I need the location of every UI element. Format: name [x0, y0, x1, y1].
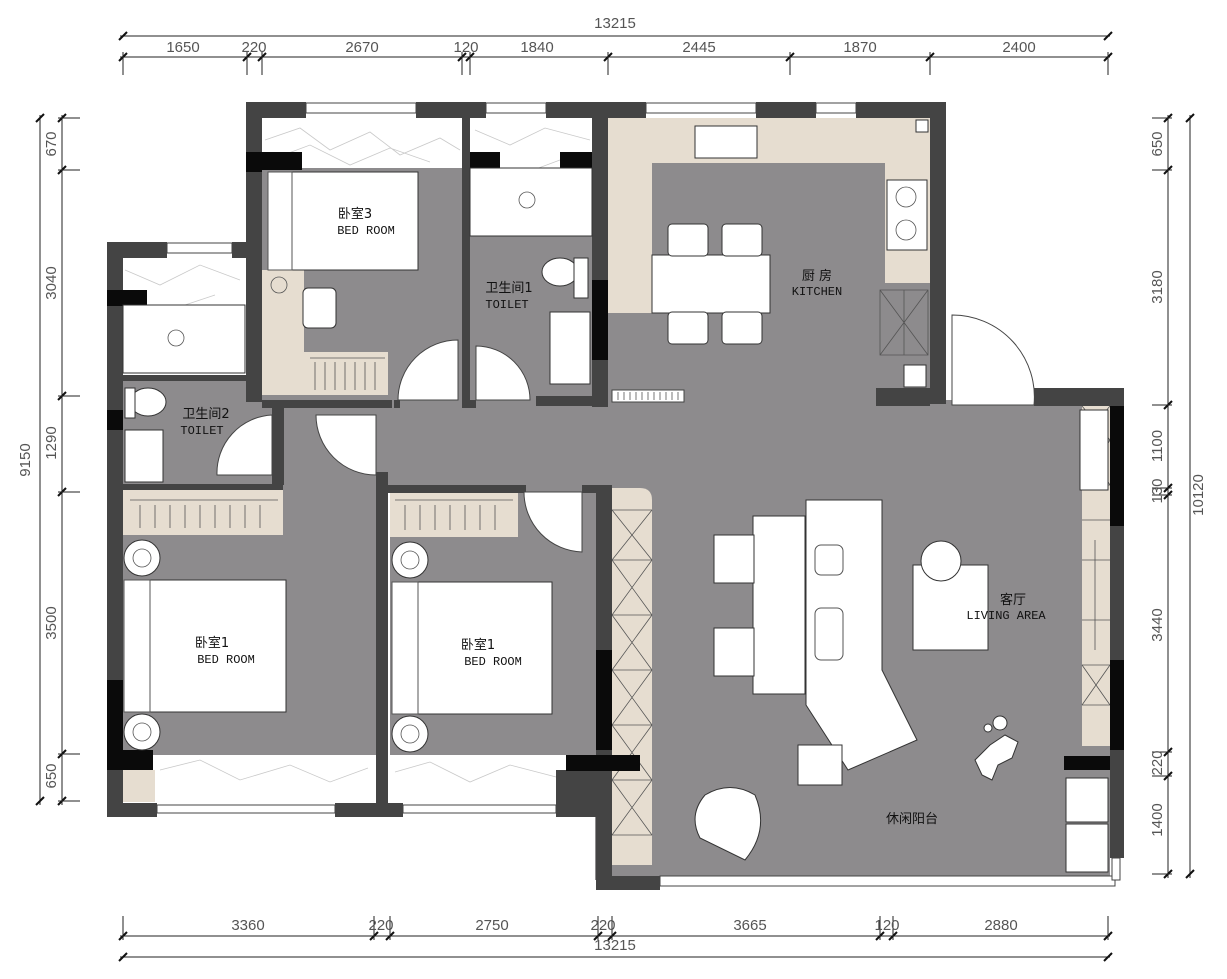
- room-labels: 卧室3 BED ROOM 卫生间1 TOILET 厨 房 KITCHEN 卫生间…: [180, 206, 1046, 827]
- bottom-dimension-0: 3360: [231, 917, 264, 934]
- bedroom1b-label-cn: 卧室1: [461, 637, 495, 653]
- top-dimension-6: 1870: [843, 39, 876, 56]
- balcony-label-cn: 休闲阳台: [886, 812, 938, 827]
- windows: [156, 102, 1121, 887]
- right-dimension-4: 3440: [1149, 608, 1166, 641]
- right-dimension-2: 1100: [1149, 430, 1166, 462]
- bottom-dimension-5: 120: [874, 917, 899, 934]
- top-total-dimension: 13215: [594, 15, 636, 32]
- top-dimension-4: 1840: [520, 39, 553, 56]
- doors: [216, 314, 1035, 553]
- left-dimension-2: 1290: [43, 426, 60, 459]
- living-label-cn: 客厅: [1000, 592, 1026, 608]
- right-dimension-5: 220: [1149, 750, 1166, 775]
- toilet1-label-cn: 卫生间1: [485, 281, 532, 296]
- top-total-tick-0: [118, 31, 128, 41]
- bottom-dimension-2: 2750: [475, 917, 508, 934]
- toilet2-label-en: TOILET: [180, 424, 223, 438]
- bedroom3-label-en: BED ROOM: [337, 224, 395, 238]
- bottom-dimension-4: 3665: [733, 917, 766, 934]
- bedroom3-label-cn: 卧室3: [338, 206, 372, 222]
- right-dimension-3: 130: [1149, 478, 1166, 503]
- bottom-dimension-1: 220: [368, 917, 393, 934]
- bedroom1a-label-cn: 卧室1: [195, 635, 229, 651]
- left-dimensions: 9150 670 3040 1290 3500 650: [17, 113, 80, 806]
- bottom-total-dimension: 13215: [594, 937, 636, 954]
- right-total-tick-1: [1185, 869, 1195, 879]
- right-dimension-0: 650: [1149, 131, 1166, 156]
- right-dimension-6: 1400: [1149, 803, 1166, 836]
- bottom-total-tick-0: [118, 952, 128, 962]
- living-label-en: LIVING AREA: [966, 609, 1046, 623]
- right-total-tick-0: [1185, 113, 1195, 123]
- left-dimension-0: 670: [43, 131, 60, 156]
- top-dimension-1: 220: [241, 39, 266, 56]
- right-total-dimension: 10120: [1190, 474, 1207, 516]
- bedroom1a-label-en: BED ROOM: [197, 653, 255, 667]
- kitchen-label-en: KITCHEN: [792, 285, 842, 299]
- top-dimension-5: 2445: [682, 39, 715, 56]
- left-total-dimension: 9150: [17, 443, 34, 476]
- top-dimension-2: 2670: [345, 39, 378, 56]
- top-dimension-0: 1650: [166, 39, 199, 56]
- right-dimensions: 10120 650 3180 1100 130 3440 220 1400: [1149, 113, 1207, 879]
- left-total-tick-0: [35, 113, 45, 123]
- walls: [107, 102, 1124, 890]
- bottom-total-tick-1: [1103, 952, 1113, 962]
- bottom-dimension-6: 2880: [984, 917, 1017, 934]
- kitchen-label-cn: 厨 房: [802, 268, 832, 284]
- left-dimension-3: 3500: [43, 606, 60, 639]
- toilet2-label-cn: 卫生间2: [182, 407, 229, 422]
- left-total-tick-1: [35, 796, 45, 806]
- top-dimensions: 13215 1650 220 2670 120 1840 2445 1870 2400: [118, 15, 1113, 75]
- bottom-dimension-3: 220: [590, 917, 615, 934]
- bedroom1b-label-en: BED ROOM: [464, 655, 522, 669]
- toilet1-label-en: TOILET: [485, 298, 528, 312]
- left-dimension-4: 650: [43, 763, 60, 788]
- left-dimension-1: 3040: [43, 266, 60, 299]
- top-dimension-3: 120: [453, 39, 478, 56]
- top-dimension-7: 2400: [1002, 39, 1035, 56]
- top-total-tick-1: [1103, 31, 1113, 41]
- furniture: [122, 119, 1109, 873]
- right-dimension-1: 3180: [1149, 270, 1166, 303]
- bottom-dimensions: 13215 3360 220 2750 220 3665 120 2880: [118, 916, 1113, 962]
